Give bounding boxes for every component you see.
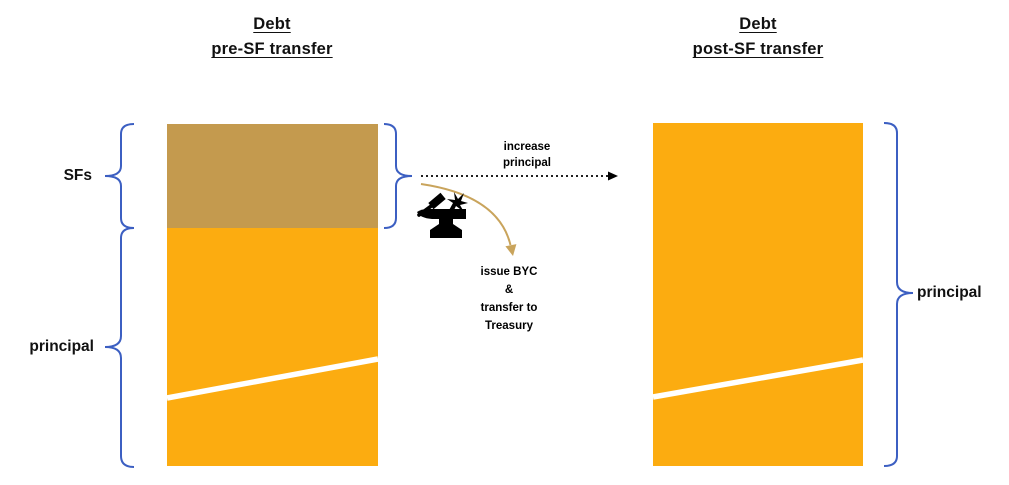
principal-brace-left xyxy=(104,227,135,468)
debt-bar-post-transfer xyxy=(653,123,863,466)
principal-label-left: principal xyxy=(29,338,94,355)
sfs-brace xyxy=(104,123,135,229)
sf-segment xyxy=(167,124,378,228)
principal-label-right: principal xyxy=(917,284,982,301)
right-title-line1: Debt xyxy=(739,15,777,33)
debt-bar-pre-transfer xyxy=(167,124,378,466)
principal-brace-right xyxy=(883,122,914,467)
increase-principal-arrow xyxy=(421,171,618,181)
issue-note-line1: issue BYC xyxy=(480,266,538,278)
right-chart-title: Debt post-SF transfer xyxy=(628,12,888,62)
increase-principal-note: increase principal xyxy=(447,139,607,171)
left-title-line2: pre-SF transfer xyxy=(211,40,333,58)
sf-section-right-brace xyxy=(383,123,413,229)
anvil-hammer-icon xyxy=(417,192,468,238)
issue-note-line4: Treasury xyxy=(485,320,533,332)
issue-byc-arrow xyxy=(420,183,517,256)
right-title-line2: post-SF transfer xyxy=(692,40,824,58)
sfs-label: SFs xyxy=(63,167,92,184)
increase-note-line2: principal xyxy=(503,157,551,169)
issue-byc-note: issue BYC & transfer to Treasury xyxy=(434,263,584,335)
issue-note-line2: & xyxy=(504,284,514,296)
issue-note-line3: transfer to xyxy=(480,302,538,314)
increase-note-line1: increase xyxy=(503,141,551,153)
left-title-line1: Debt xyxy=(253,15,291,33)
principal-segment xyxy=(167,228,378,466)
left-chart-title: Debt pre-SF transfer xyxy=(142,12,402,62)
